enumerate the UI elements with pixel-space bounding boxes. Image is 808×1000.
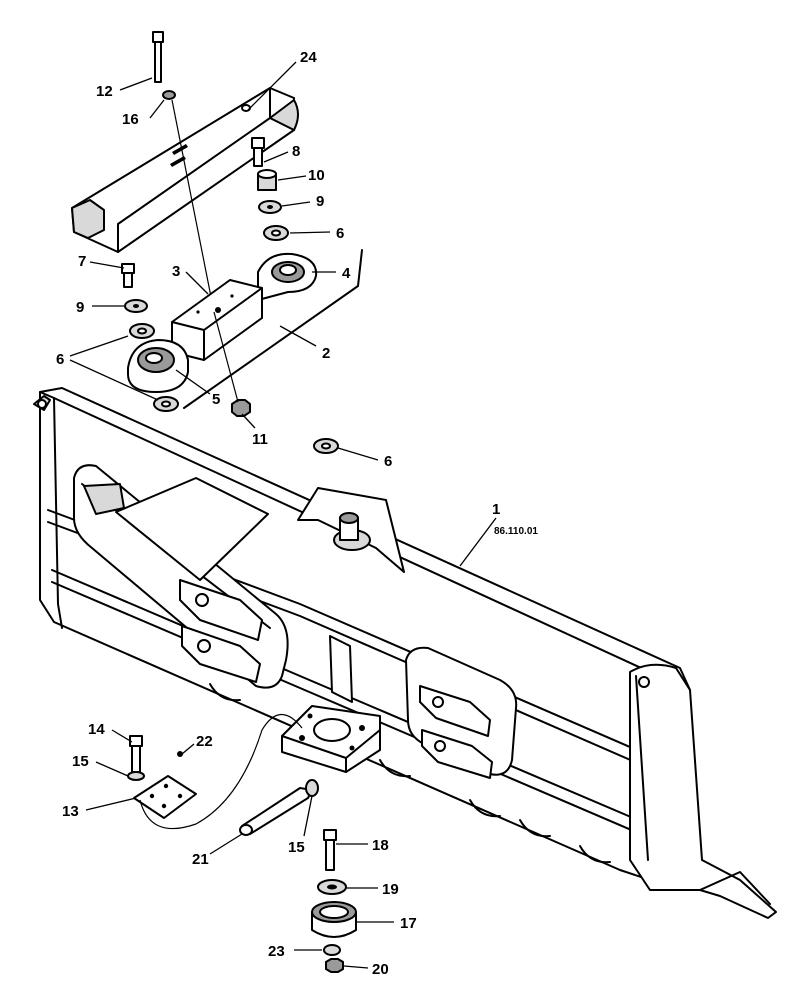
- callout-5: 5: [212, 391, 220, 408]
- callout-21: 21: [192, 851, 209, 868]
- bolt-12: [152, 31, 164, 83]
- callout-leaders: [69, 61, 497, 969]
- callout-1: 1: [492, 501, 500, 518]
- callout-1-reference: 86.110.01: [494, 526, 538, 537]
- callout-8: 8: [292, 143, 300, 160]
- nut-16: [162, 90, 176, 100]
- callout-7: 7: [78, 253, 86, 270]
- callout-6-blade: 6: [384, 453, 392, 470]
- lower-pin-hardware: [127, 713, 357, 973]
- callout-2: 2: [322, 345, 330, 362]
- callout-19: 19: [382, 881, 399, 898]
- callout-12: 12: [96, 83, 113, 100]
- callout-24: 24: [300, 49, 317, 66]
- callout-4: 4: [342, 265, 351, 282]
- push-frame-tube: [71, 87, 299, 253]
- tilt-cylinder-assembly: [121, 137, 363, 454]
- callout-17: 17: [400, 915, 417, 932]
- callout-11: 11: [252, 431, 268, 448]
- callout-13: 13: [62, 803, 79, 820]
- callout-6-left: 6: [56, 351, 64, 368]
- dozer-blade: [33, 387, 777, 919]
- callout-labels: 1 86.110.01 2 3 4 5 6 6 6 7 8 9 9 10 11 …: [56, 49, 538, 978]
- callout-15-left: 15: [72, 753, 89, 770]
- callout-23: 23: [268, 943, 285, 960]
- callout-14: 14: [88, 721, 105, 738]
- callout-9-left: 9: [76, 299, 84, 316]
- callout-18: 18: [372, 837, 389, 854]
- callout-15-right: 15: [288, 839, 305, 856]
- callout-6-top: 6: [336, 225, 344, 242]
- callout-22: 22: [196, 733, 213, 750]
- callout-10: 10: [308, 167, 325, 184]
- callout-16: 16: [122, 111, 139, 128]
- callout-9-top: 9: [316, 193, 324, 210]
- callout-20: 20: [372, 961, 389, 978]
- callout-3: 3: [172, 263, 180, 280]
